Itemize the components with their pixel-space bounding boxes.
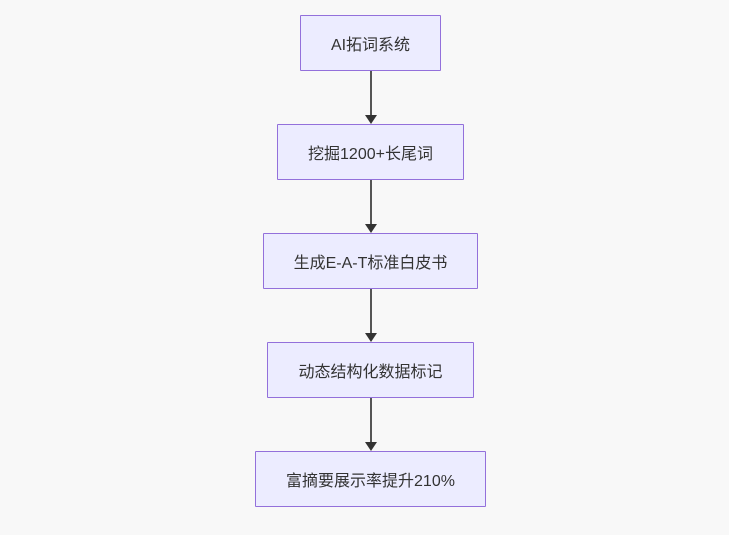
flow-node-2-label: 挖掘1200+长尾词	[308, 146, 433, 163]
arrow-line	[369, 71, 372, 115]
arrow-down-icon	[364, 442, 377, 451]
flowchart: AI拓词系统 挖掘1200+长尾词 生成E-A-T标准白皮书 动态结构化数据标记…	[6, 15, 729, 507]
arrow-line	[369, 398, 372, 442]
flow-node-5-label: 富摘要展示率提升210%	[286, 473, 455, 490]
flow-node-2: 挖掘1200+长尾词	[277, 124, 464, 180]
flow-node-3: 生成E-A-T标准白皮书	[262, 233, 479, 289]
arrow-line	[369, 180, 372, 224]
flow-arrow-1	[364, 71, 378, 124]
flow-node-4-label: 动态结构化数据标记	[298, 364, 443, 381]
flow-arrow-3	[364, 289, 378, 342]
flow-node-1-label: AI拓词系统	[330, 37, 411, 54]
flow-arrow-4	[364, 398, 378, 451]
flow-node-1: AI拓词系统	[299, 15, 442, 71]
flow-node-4: 动态结构化数据标记	[267, 342, 474, 398]
arrow-down-icon	[364, 224, 377, 233]
arrow-line	[369, 289, 372, 333]
flow-node-5: 富摘要展示率提升210%	[255, 451, 486, 507]
flow-node-3-label: 生成E-A-T标准白皮书	[293, 255, 448, 272]
arrow-down-icon	[364, 115, 377, 124]
arrow-down-icon	[364, 333, 377, 342]
flow-arrow-2	[364, 180, 378, 233]
